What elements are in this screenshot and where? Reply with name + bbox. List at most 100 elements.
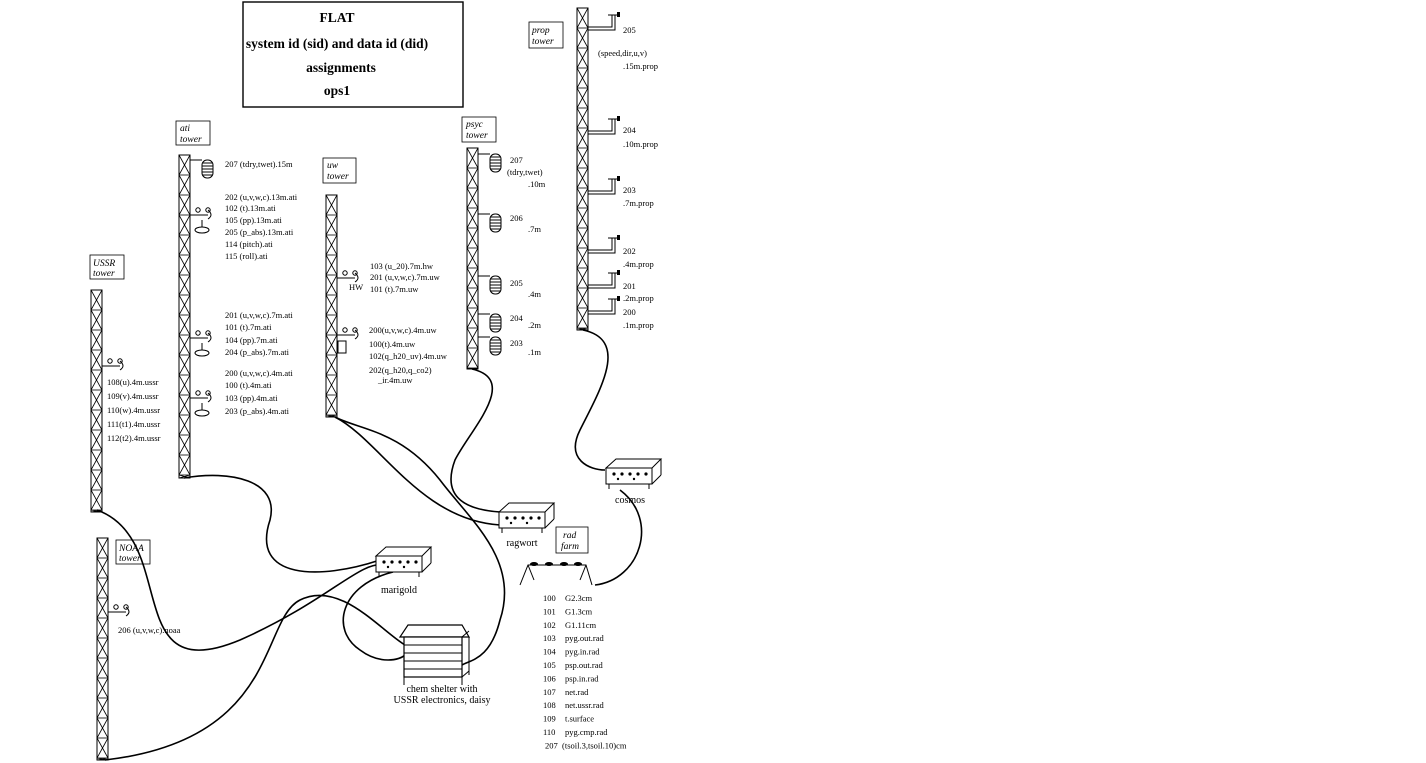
- cosmos-label: cosmos: [615, 495, 645, 506]
- svg-text:NOAA: NOAA: [118, 544, 144, 554]
- svg-text:tower: tower: [180, 135, 202, 145]
- sonic-anemometer-icon: [190, 390, 212, 403]
- svg-text:100 (t).4m.ati: 100 (t).4m.ati: [225, 380, 272, 390]
- pressure-port-icon: [194, 403, 210, 417]
- svg-text:psyc: psyc: [465, 120, 484, 130]
- svg-text:.7m: .7m: [528, 224, 541, 234]
- cable-prop-cosmos: [574, 329, 609, 471]
- uw-tower-name: uw tower: [322, 157, 357, 184]
- rad-row-name: pyg.cmp.rad: [565, 727, 608, 737]
- rad-row-name: net.rad: [565, 687, 589, 697]
- svg-text:204: 204: [623, 125, 637, 135]
- svg-text:110(w).4m.ussr: 110(w).4m.ussr: [107, 405, 160, 415]
- rad-row-id: 207: [545, 740, 558, 750]
- psychrometer-icon: [478, 336, 502, 356]
- svg-text:ati: ati: [180, 124, 190, 134]
- svg-text:(speed,dir,u,v): (speed,dir,u,v): [598, 48, 647, 58]
- ati-tower-name: ati tower: [175, 120, 211, 146]
- chem-shelter-label-1: chem shelter with: [406, 684, 477, 695]
- svg-text:102(q_h20_uv).4m.uw: 102(q_h20_uv).4m.uw: [369, 351, 448, 361]
- rad-row-id: 104: [543, 647, 557, 657]
- svg-text:201: 201: [623, 281, 636, 291]
- svg-text:207 (tdry,twet).15m: 207 (tdry,twet).15m: [225, 159, 293, 169]
- rad-row-name: G2.3cm: [565, 593, 593, 603]
- pressure-port-icon: [194, 220, 210, 234]
- cosmos-station-icon: [604, 458, 663, 489]
- svg-text:204: 204: [510, 313, 524, 323]
- title-line-1: FLAT: [319, 10, 354, 25]
- svg-text:203: 203: [623, 185, 636, 195]
- cable-noaa-shelter: [104, 594, 406, 761]
- rad-row-id: 103: [543, 633, 556, 643]
- rad-row-id: 109: [543, 714, 556, 724]
- rad-row-id: 110: [543, 727, 555, 737]
- sonic-anemometer-icon: [337, 327, 359, 340]
- uw-tower-labels: HW 103 (u_20).7m.hw 201 (u,v,w,c).7m.uw …: [349, 261, 448, 385]
- svg-text:101 (t).7m.uw: 101 (t).7m.uw: [370, 284, 419, 294]
- svg-text:200 (u,v,w,c).4m.ati: 200 (u,v,w,c).4m.ati: [225, 368, 293, 378]
- propeller-vane-icon: [588, 235, 620, 254]
- title-line-4: ops1: [324, 83, 351, 98]
- svg-text:.7m.prop: .7m.prop: [623, 198, 654, 208]
- rad-row-name: pyg.out.rad: [565, 633, 604, 643]
- svg-text:108(u).4m.ussr: 108(u).4m.ussr: [107, 377, 159, 387]
- sonic-anemometer-icon: [190, 330, 212, 343]
- cable-psyc-ragwort: [450, 368, 501, 513]
- svg-text:101 (t).7m.ati: 101 (t).7m.ati: [225, 322, 272, 332]
- chem-shelter-label-2: USSR electronics, daisy: [394, 695, 491, 706]
- uw-tower-mast: [325, 194, 338, 418]
- cable-ati-marigold: [183, 474, 381, 573]
- sonic-anemometer-icon: [337, 270, 359, 283]
- svg-text:.10m.prop: .10m.prop: [623, 139, 658, 149]
- rad-row-id: 100: [543, 593, 556, 603]
- rad-row-name: pyg.in.rad: [565, 647, 600, 657]
- svg-text:tower: tower: [93, 269, 115, 279]
- ussr-tower-name: USSR tower: [89, 254, 125, 280]
- svg-text:uw: uw: [327, 161, 339, 171]
- krypton-hygrometer-icon: [337, 340, 347, 354]
- propeller-vane-icon: [588, 176, 620, 195]
- rad-farm: rad farm: [519, 526, 593, 586]
- svg-text:115 (roll).ati: 115 (roll).ati: [225, 251, 268, 261]
- svg-text:102 (t).13m.ati: 102 (t).13m.ati: [225, 203, 276, 213]
- propeller-vane-icon: [588, 270, 620, 289]
- svg-text:200(u,v,w,c).4m.uw: 200(u,v,w,c).4m.uw: [369, 325, 437, 335]
- svg-text:206: 206: [510, 213, 523, 223]
- cable-ussr-marigold: [96, 509, 386, 651]
- pressure-port-icon: [194, 343, 210, 357]
- noaa-tower-labels: 206 (u,v,w,c).noaa: [118, 625, 181, 635]
- rad-row-name: G1.11cm: [565, 620, 596, 630]
- svg-text:100(t).4m.uw: 100(t).4m.uw: [369, 339, 416, 349]
- psychrometer-icon: [190, 159, 214, 179]
- rad-row-id: 101: [543, 606, 556, 616]
- svg-text:207: 207: [510, 155, 523, 165]
- svg-text:111(t1).4m.ussr: 111(t1).4m.ussr: [107, 419, 160, 429]
- sonic-anemometer-icon: [190, 207, 212, 220]
- prop-tower-name: prop tower: [528, 21, 564, 49]
- svg-text:103 (pp).4m.ati: 103 (pp).4m.ati: [225, 393, 278, 403]
- svg-text:204 (p_abs).7m.ati: 204 (p_abs).7m.ati: [225, 347, 290, 357]
- svg-text:114 (pitch).ati: 114 (pitch).ati: [225, 239, 273, 249]
- svg-text:103 (u_20).7m.hw: 103 (u_20).7m.hw: [370, 261, 434, 271]
- title-line-3: assignments: [306, 60, 376, 75]
- svg-text:202: 202: [623, 246, 636, 256]
- cable-marigold-shelter: [342, 571, 406, 661]
- svg-text:HW: HW: [349, 282, 363, 292]
- cable-uw-ragwort: [334, 416, 501, 526]
- svg-text:tower: tower: [532, 37, 554, 47]
- svg-text:202 (u,v,w,c).13m.ati: 202 (u,v,w,c).13m.ati: [225, 192, 298, 202]
- svg-text:201 (u,v,w,c).7m.ati: 201 (u,v,w,c).7m.ati: [225, 310, 293, 320]
- ati-tower-labels: 207 (tdry,twet).15m 202 (u,v,w,c).13m.at…: [225, 159, 298, 416]
- title-box: FLAT system id (sid) and data id (did) a…: [242, 1, 464, 108]
- svg-text:farm: farm: [561, 541, 579, 552]
- svg-text:203 (p_abs).4m.ati: 203 (p_abs).4m.ati: [225, 406, 290, 416]
- prop-tower-mast: [576, 7, 589, 331]
- svg-text:205: 205: [623, 25, 636, 35]
- ragwort-label: ragwort: [506, 538, 537, 549]
- rad-row-name: G1.3cm: [565, 606, 593, 616]
- psyc-tower-name: psyc tower: [461, 116, 497, 143]
- svg-text:206 (u,v,w,c).noaa: 206 (u,v,w,c).noaa: [118, 625, 181, 635]
- svg-text:203: 203: [510, 338, 523, 348]
